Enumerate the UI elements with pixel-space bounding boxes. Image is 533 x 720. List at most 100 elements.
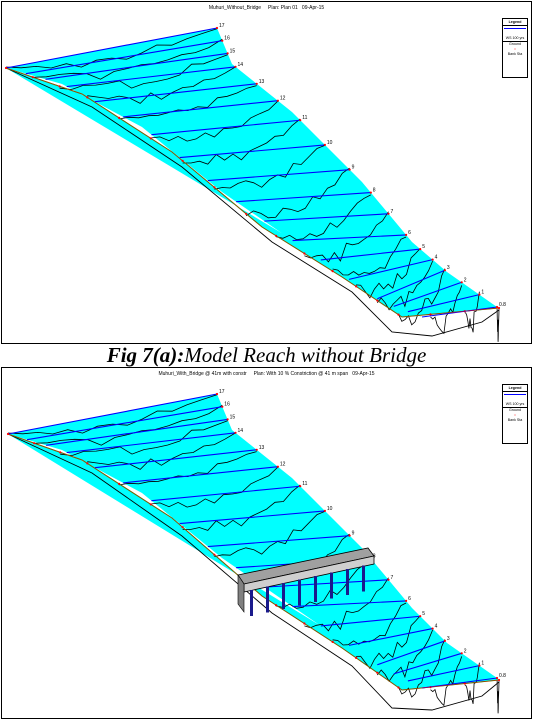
legend-ws-label: WS 100 yrs	[505, 36, 525, 40]
ws-line	[151, 119, 301, 136]
ws-line	[236, 192, 371, 203]
ws-line	[407, 294, 480, 313]
station-label: 17	[219, 389, 225, 395]
station-label: 6	[408, 230, 411, 236]
caption-a-prefix: Fig 7(a):	[106, 343, 185, 367]
ws-line	[46, 418, 228, 446]
station-label: 16	[224, 402, 230, 408]
bank-station	[215, 392, 219, 396]
station-label: 5	[422, 244, 425, 250]
bridge-structure	[237, 547, 375, 616]
station-label: 0.8	[499, 673, 506, 679]
ws-line	[292, 600, 407, 608]
water-surface	[8, 394, 499, 690]
station-label: 15	[230, 414, 236, 420]
bank-station	[419, 615, 422, 618]
bank-station	[405, 599, 408, 602]
station-label: 12	[280, 462, 286, 468]
ground-line	[87, 432, 236, 470]
ws-line	[393, 652, 462, 675]
ws-line	[292, 234, 407, 242]
bank-station	[226, 52, 229, 55]
ws-line	[348, 628, 433, 646]
bank-station	[234, 431, 237, 434]
bank-station	[348, 534, 351, 537]
station-label: 17	[219, 23, 225, 29]
bridge-pier	[346, 569, 349, 595]
ground-line	[150, 466, 279, 508]
legend-ws: WS 100 yrs	[503, 28, 527, 42]
station-label: 0.8	[499, 302, 506, 308]
ground-line	[32, 38, 223, 80]
ground-line	[356, 615, 421, 670]
ws-line	[45, 52, 228, 80]
station-label: 11	[302, 115, 307, 121]
water-surface	[6, 28, 499, 317]
ground-line	[276, 194, 371, 241]
legend-ground-label: Ground	[509, 42, 521, 46]
ws-line	[393, 281, 462, 307]
station-label: 15	[230, 48, 236, 54]
bank-station	[215, 26, 219, 30]
bank-station	[348, 168, 351, 171]
bridge-pier	[266, 586, 269, 613]
bank-station	[478, 664, 481, 667]
station-label: 14	[238, 62, 244, 68]
station-label: 7	[391, 209, 394, 215]
bank-station	[495, 305, 499, 309]
ws-line	[320, 248, 421, 261]
ground-line	[398, 639, 446, 698]
ground-line	[464, 291, 480, 333]
ws-line	[207, 169, 350, 182]
bridge-pier	[250, 590, 253, 616]
ground-line	[34, 404, 223, 446]
bridge-pier	[314, 576, 317, 602]
ground-line	[245, 167, 350, 219]
ws-line	[25, 40, 223, 75]
bank-station	[405, 233, 408, 236]
station-label: 8	[373, 188, 376, 194]
bank-station	[419, 248, 422, 251]
legend-ws: WS 100 yrs	[503, 394, 527, 408]
ground-line	[59, 54, 228, 90]
bank-station	[255, 82, 258, 85]
station-label: 1	[481, 661, 484, 667]
station-label: 16	[224, 36, 230, 42]
station-label: 10	[327, 140, 333, 146]
figure-b-title: Muhuri_With_Bridge @ 41m with constr Pla…	[158, 371, 375, 377]
station-label: 13	[259, 79, 265, 85]
station-label: 12	[280, 96, 286, 102]
station-label: 14	[238, 428, 244, 434]
station-label: 5	[422, 611, 425, 617]
bridge-pier	[282, 583, 285, 609]
station-label: 1	[481, 290, 484, 296]
station-label: 6	[408, 596, 411, 602]
bank-line	[7, 433, 500, 691]
ws-line	[123, 466, 278, 484]
ground-line	[464, 662, 480, 704]
bank-station	[234, 65, 237, 68]
bank-line	[5, 67, 500, 318]
station-label: 10	[327, 506, 333, 512]
ws-line	[320, 615, 421, 627]
station-label: 13	[259, 445, 265, 451]
ws-line	[264, 213, 389, 222]
bridge-pier	[362, 565, 365, 592]
ground-line	[150, 100, 279, 142]
bank-station	[255, 448, 258, 451]
ws-line	[151, 485, 301, 502]
bank-station	[495, 676, 499, 680]
ground-line	[430, 285, 463, 335]
legend-ws-label: WS 100 yrs	[505, 402, 525, 406]
station-label: 4	[435, 624, 438, 630]
figure-a-panel: Muhuri_Without_Bridge Plan: Plan 01 09-A…	[1, 1, 532, 344]
ground-line	[5, 28, 218, 69]
ws-line	[348, 259, 433, 280]
bank-station	[323, 143, 326, 146]
ws-line	[7, 393, 218, 435]
ground-line	[304, 577, 389, 632]
bank-station	[323, 509, 326, 512]
figure-b-panel: Muhuri_With_Bridge @ 41m with constr Pla…	[1, 367, 532, 719]
legend-header: Legend	[503, 385, 527, 392]
bank-station	[221, 39, 224, 42]
